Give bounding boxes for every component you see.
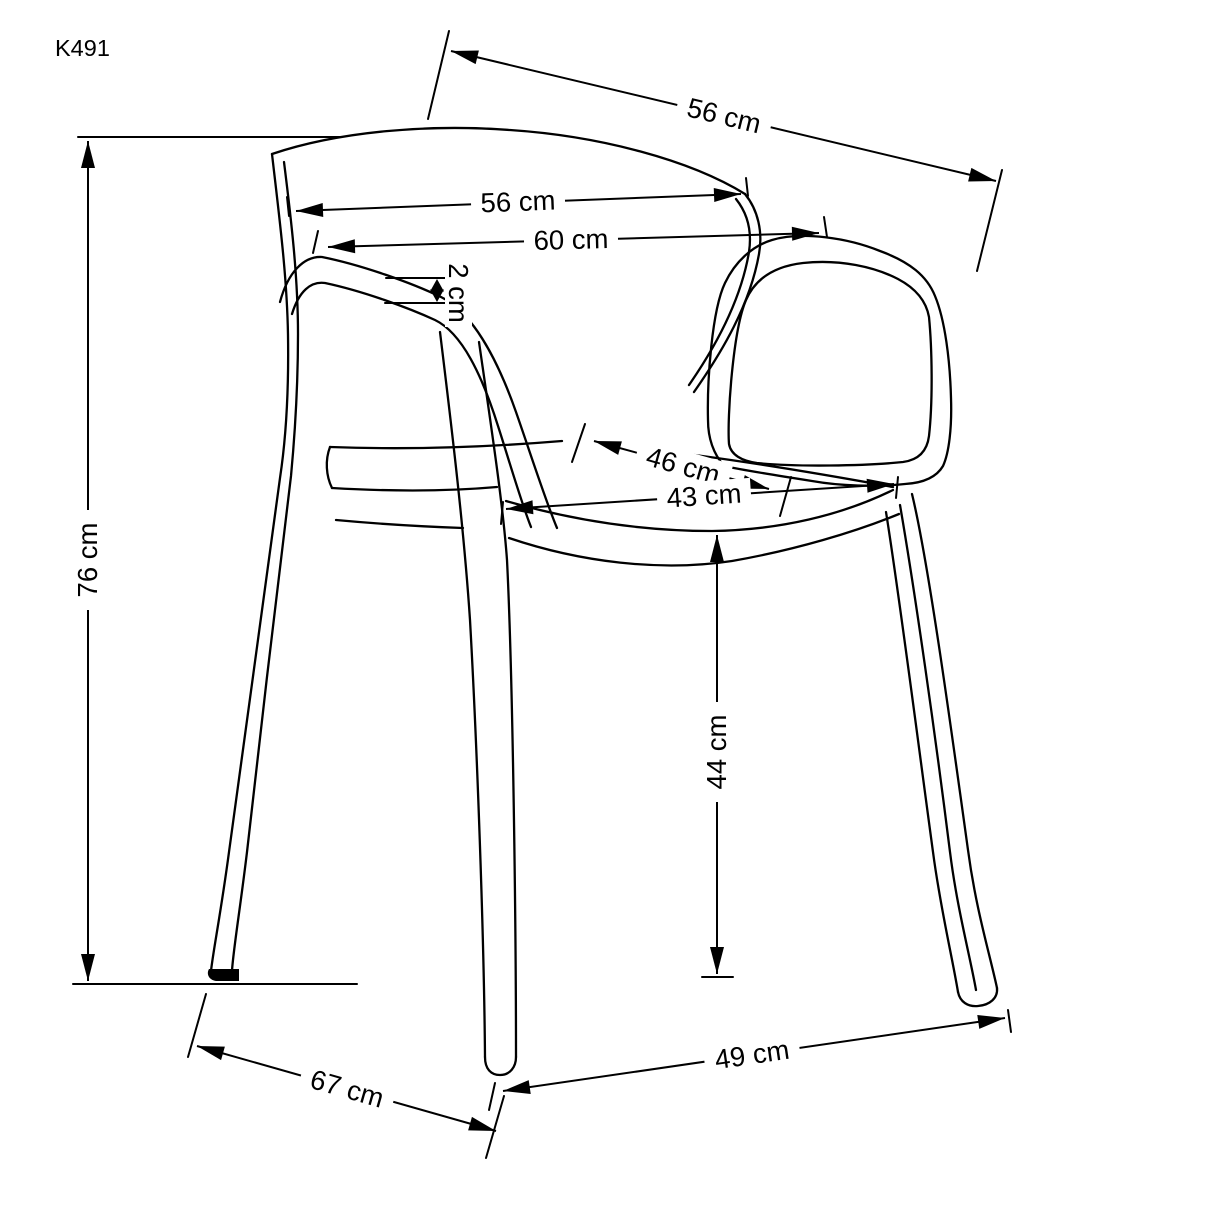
chair-drawing bbox=[72, 126, 999, 1077]
right-armrest-outer-edge bbox=[706, 234, 953, 487]
front-left-leg-right-edge bbox=[477, 340, 518, 1059]
dim-base-depth-side: 67 cm bbox=[187, 993, 505, 1159]
dim-label-text: 44 cm bbox=[701, 715, 732, 790]
extension-tick bbox=[745, 177, 749, 197]
dim-label-armrest-thickness: 2 cm bbox=[443, 259, 474, 327]
extension-tick bbox=[500, 501, 504, 525]
dim-label-text: 67 cm bbox=[307, 1063, 388, 1113]
dim-overall-width: 60 cm bbox=[312, 216, 828, 257]
label-mask bbox=[470, 185, 566, 219]
front-left-leg-left-edge bbox=[438, 330, 487, 1059]
dim-label-backrest-top-width: 56 cm bbox=[673, 90, 775, 142]
rear-left-foot bbox=[207, 969, 239, 981]
model-label: K491 bbox=[55, 35, 110, 61]
seat-under-line bbox=[334, 518, 465, 530]
dim-backrest-width: 56 cm bbox=[286, 177, 749, 219]
dim-armrest-thickness: 2 cm bbox=[384, 259, 474, 327]
extension-tick bbox=[1007, 1009, 1012, 1033]
dim-label-overall-width: 60 cm bbox=[523, 223, 619, 257]
left-armrest-outer-edge bbox=[278, 255, 559, 530]
backrest-right-edge-inner bbox=[687, 197, 752, 387]
rear-right-leg-inner-edge bbox=[884, 510, 960, 994]
extension-tick bbox=[895, 476, 899, 499]
extension-tick bbox=[427, 30, 450, 120]
seat-left-edge bbox=[325, 445, 334, 490]
extension-tick bbox=[286, 196, 290, 217]
rear-right-leg-middle-edge bbox=[898, 503, 978, 992]
right-armrest-inner-edge bbox=[727, 260, 933, 467]
seat-seam-line bbox=[330, 485, 499, 492]
rear-right-foot bbox=[956, 986, 999, 1008]
extension-tick bbox=[976, 169, 1003, 272]
dim-label-base-depth-side: 67 cm bbox=[296, 1061, 398, 1117]
label-mask bbox=[445, 259, 472, 327]
extension-tick bbox=[823, 216, 828, 238]
dim-label-backrest-width: 56 cm bbox=[470, 185, 566, 219]
dim-label-base-depth-front: 49 cm bbox=[702, 1033, 802, 1077]
dim-backrest-top-width: 56 cm bbox=[427, 30, 1003, 272]
left-armrest-inner-edge bbox=[290, 281, 533, 529]
seat-bottom-edge-lower bbox=[507, 512, 901, 567]
dim-label-text: 2 cm bbox=[443, 263, 474, 323]
label-mask bbox=[72, 510, 104, 610]
label-mask bbox=[296, 1061, 398, 1117]
backrest-left-edge-inner bbox=[230, 160, 300, 973]
backrest-top-edge bbox=[270, 126, 747, 196]
dim-label-seat-width: 43 cm bbox=[656, 477, 752, 515]
dim-label-text: 56 cm bbox=[684, 92, 764, 140]
front-left-foot bbox=[483, 1055, 518, 1077]
rear-right-leg-outer-edge bbox=[910, 492, 999, 990]
extension-tick bbox=[571, 423, 586, 463]
extension-tick bbox=[488, 1082, 496, 1111]
extension-tick bbox=[485, 1095, 505, 1159]
label-mask bbox=[702, 1033, 802, 1077]
arrow-up-icon bbox=[430, 279, 444, 292]
label-mask bbox=[523, 223, 619, 257]
extension-tick bbox=[312, 230, 319, 254]
backrest-right-edge-outer bbox=[692, 192, 762, 394]
extension-tick bbox=[779, 476, 792, 517]
dim-label-text: 76 cm bbox=[72, 523, 103, 598]
dim-seat-width: 43 cm bbox=[500, 476, 899, 525]
label-mask bbox=[656, 477, 752, 515]
arrow-down-icon bbox=[430, 289, 444, 302]
dim-seat-height: 44 cm bbox=[701, 535, 734, 978]
dim-label-text: 49 cm bbox=[713, 1034, 792, 1075]
backrest-left-edge-outer bbox=[209, 152, 290, 973]
extension-tick bbox=[187, 993, 207, 1058]
dim-overall-height: 76 cm bbox=[72, 136, 341, 981]
dim-label-overall-height: 76 cm bbox=[72, 510, 104, 610]
dim-label-text: 60 cm bbox=[533, 223, 609, 256]
label-mask bbox=[701, 702, 733, 802]
seat-back-edge-left bbox=[328, 439, 564, 450]
label-mask bbox=[673, 90, 775, 142]
dim-base-depth-front: 49 cm bbox=[488, 1009, 1012, 1111]
dim-label-text: 43 cm bbox=[666, 478, 743, 514]
dim-label-seat-height: 44 cm bbox=[701, 702, 733, 802]
dim-label-text: 56 cm bbox=[480, 185, 556, 219]
